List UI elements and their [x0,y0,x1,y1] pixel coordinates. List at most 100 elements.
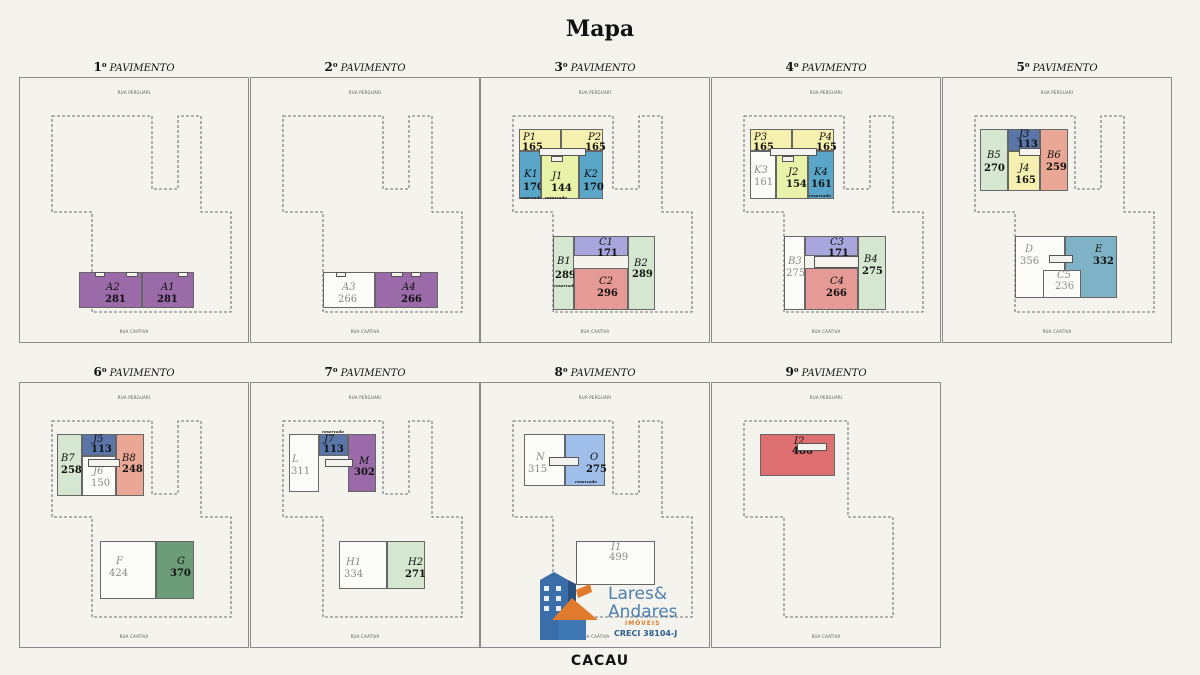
building-outline-path [282,115,463,313]
floor-pavimento-label: PAVIMENTO [106,63,175,74]
floor-ordinal: o [562,60,568,69]
unit-name: B1 [557,256,571,267]
brand-sub: IMÓVEIS [625,620,661,627]
unit-area: 150 [91,478,111,489]
unit-area: 315 [528,464,548,475]
building-outline-path [512,420,693,618]
street-label-bottom: RUA CAATIVA [580,634,610,639]
unit-name: B5 [987,150,1001,161]
floor-number: 5 [1016,60,1025,74]
unit-name: F [116,556,123,567]
floor-number: 6 [93,365,102,379]
unit-area: 281 [105,294,126,305]
reserved-tag: reservado [575,479,597,484]
core-cutout [814,256,859,268]
unit-area: 289 [632,269,653,280]
unit-name: H1 [346,557,362,568]
unit-area: 275 [786,268,806,279]
street-label-bottom: RUA CAATIVA [580,329,610,334]
street-label-bottom: RUA CAATIVA [811,634,841,639]
core-cutout [1049,255,1073,263]
unit-name: C1 [599,237,614,248]
unit-area: 259 [1046,162,1067,173]
unit-area: 266 [826,288,847,299]
unit-name: J3 [1019,129,1030,140]
unit-name: J1 [552,171,563,182]
unit-name: P2 [588,132,602,143]
street-label-top: RUA PERGUARI [809,90,843,95]
building-outline-path [51,420,232,618]
street-label-bottom: RUA CAATIVA [350,329,380,334]
unit-area: 334 [344,569,364,580]
floor-number: 7 [324,365,333,379]
street-label-top: RUA PERGUARI [348,90,382,95]
unit-name: B8 [122,453,136,464]
core-cutout [95,272,105,277]
floor-ordinal: o [101,60,107,69]
unit-name: B4 [864,254,878,265]
unit-name: H2 [408,557,424,568]
unit-area: 370 [170,568,191,579]
floor-ordinal: o [101,365,107,374]
floor-ordinal: o [1024,60,1030,69]
building-outline-path [512,115,693,313]
core-cutout [551,156,563,162]
unit-area: 302 [354,467,375,478]
unit-name: C5 [1057,270,1072,281]
floor-title-2: 2o PAVIMENTO [250,60,480,74]
unit-name: J4 [1019,163,1030,174]
floor-pavimento-label: PAVIMENTO [337,63,406,74]
floor-ordinal: o [793,60,799,69]
floor-pavimento-label: PAVIMENTO [1029,63,1098,74]
unit-area: 271 [405,569,426,580]
building-outline [51,420,232,618]
unit-name: M [359,456,370,467]
floor-pavimento-label: PAVIMENTO [337,368,406,379]
street-label-bottom: RUA CAATIVA [119,634,149,639]
floor-pavimento-label: PAVIMENTO [567,368,636,379]
brand-name: Lares& Andares [608,585,678,621]
core-cutout [178,272,188,277]
floor-ordinal: o [793,365,799,374]
unit-area: 161 [754,177,774,188]
floor-number: 3 [554,60,563,74]
unit-name: A3 [342,282,356,293]
unit-area: 424 [109,568,129,579]
